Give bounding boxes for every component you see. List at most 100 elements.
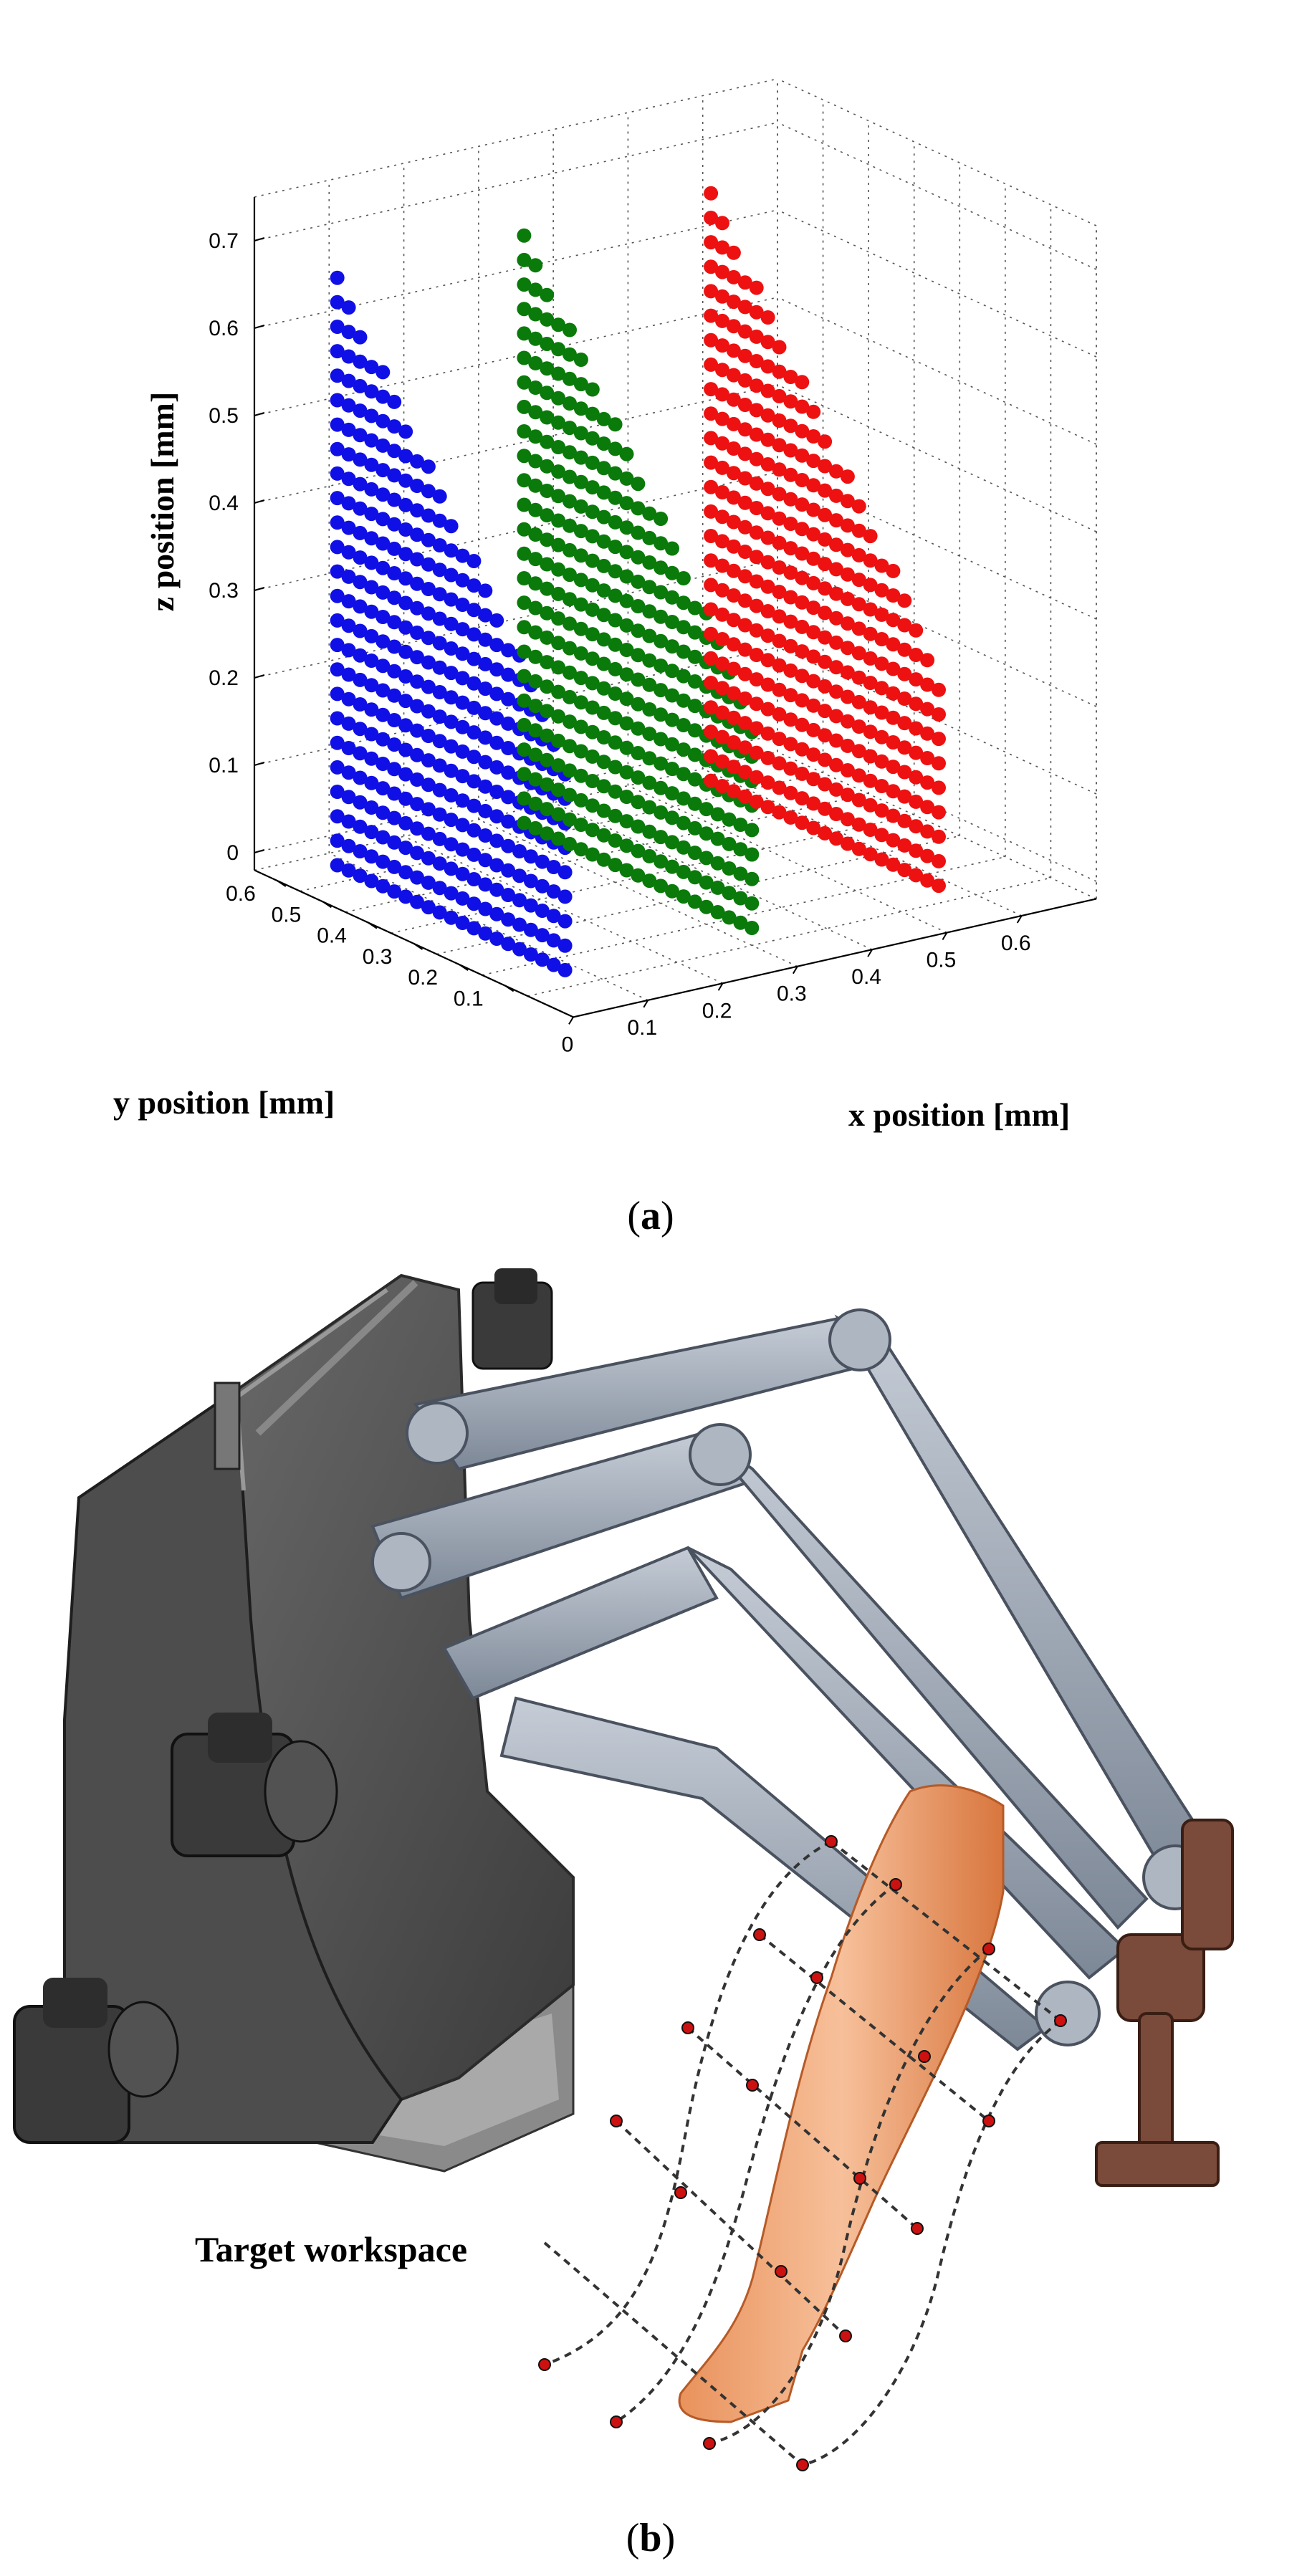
data-point-series-1 [478,583,493,598]
data-point-series-3 [726,588,741,603]
data-point-series-3 [715,754,729,769]
z-tick [254,762,265,766]
data-point-series-1 [455,598,470,612]
data-point-series-1 [375,512,391,527]
data-point-series-3 [932,780,946,795]
data-point-series-3 [704,357,719,372]
data-point-series-3 [760,653,775,668]
data-point-series-2 [573,353,588,367]
data-point-series-3 [932,853,946,868]
data-point-series-3 [737,398,752,412]
data-point-series-1 [330,441,345,456]
data-point-series-3 [840,542,855,557]
data-point-series-2 [517,424,532,439]
data-point-series-3 [806,649,821,664]
data-point-series-3 [795,546,810,561]
data-point-series-2 [540,557,555,572]
data-point-series-1 [330,417,345,432]
data-point-series-3 [715,534,729,549]
data-point-series-3 [886,784,901,799]
data-point-series-2 [642,800,657,815]
data-point-series-3 [715,387,729,402]
data-point-series-1 [432,685,447,699]
data-point-series-3 [920,677,935,692]
data-point-series-2 [573,474,588,489]
data-point-series-2 [608,441,623,456]
data-point-series-3 [772,487,787,502]
data-point-series-3 [726,661,741,676]
data-point-series-1 [410,576,424,591]
data-point-series-2 [540,630,555,645]
data-point-series-3 [760,702,775,717]
x-tick [1016,915,1023,924]
data-point-series-2 [619,691,634,707]
data-point-series-2 [699,826,714,841]
data-point-series-3 [704,479,719,494]
data-point-series-2 [654,780,669,795]
data-point-series-3 [704,308,719,323]
y-tick-label: 0.6 [226,882,256,906]
data-point-series-2 [551,831,566,846]
data-point-series-3 [932,732,946,747]
data-point-series-3 [818,825,833,841]
data-point-series-2 [528,649,543,664]
data-point-series-2 [551,733,566,748]
data-point-series-3 [806,454,821,469]
x-axis-line [573,898,1097,1018]
data-point-series-1 [341,643,356,658]
data-point-series-3 [726,514,741,530]
data-point-series-1 [523,849,538,864]
data-point-series-1 [421,655,436,670]
data-point-series-1 [341,691,356,707]
data-point-series-3 [840,763,855,777]
data-point-series-2 [551,636,566,651]
x-tick [568,1016,574,1025]
data-point-series-3 [863,773,878,788]
data-point-series-1 [364,507,379,522]
data-point-series-2 [585,823,600,838]
data-point-series-2 [528,258,543,273]
data-point-series-1 [387,737,402,752]
data-point-series-2 [540,459,555,474]
data-point-series-2 [631,819,646,834]
data-point-series-2 [563,396,577,411]
data-point-series-1 [387,566,402,580]
target-workspace-grid [543,1840,1062,2466]
data-point-series-3 [795,717,810,732]
data-point-series-3 [749,476,764,491]
data-point-series-1 [489,906,504,921]
data-point-series-3 [818,581,833,596]
data-point-series-3 [806,698,821,713]
data-point-series-3 [726,490,741,505]
data-point-series-1 [387,541,402,556]
data-point-series-2 [596,534,611,549]
data-point-series-3 [726,735,741,750]
data-point-series-3 [806,820,821,835]
data-point-series-1 [375,707,391,722]
x-tick-label: 0.3 [777,982,807,1006]
data-point-series-2 [573,671,588,686]
data-point-series-2 [563,322,577,337]
grid-line [777,78,1097,226]
data-point-series-2 [608,613,623,628]
data-point-series-2 [596,828,611,843]
data-point-series-1 [523,922,538,937]
data-point-series-3 [851,694,866,709]
data-point-series-1 [455,818,470,833]
data-point-series-3 [749,329,764,344]
data-point-series-1 [364,628,379,643]
data-point-series-2 [517,791,532,806]
data-point-series-1 [341,667,356,682]
data-point-series-1 [410,747,424,762]
data-point-series-1 [341,594,356,609]
data-point-series-2 [654,756,669,771]
data-point-series-1 [466,823,482,838]
data-point-series-2 [551,391,566,406]
data-point-series-2 [676,815,691,830]
data-point-series-1 [557,889,573,904]
data-point-series-2 [585,455,600,470]
data-point-series-1 [398,473,413,488]
data-point-series-2 [540,361,555,376]
data-point-series-1 [330,833,345,848]
data-point-series-1 [353,501,368,516]
